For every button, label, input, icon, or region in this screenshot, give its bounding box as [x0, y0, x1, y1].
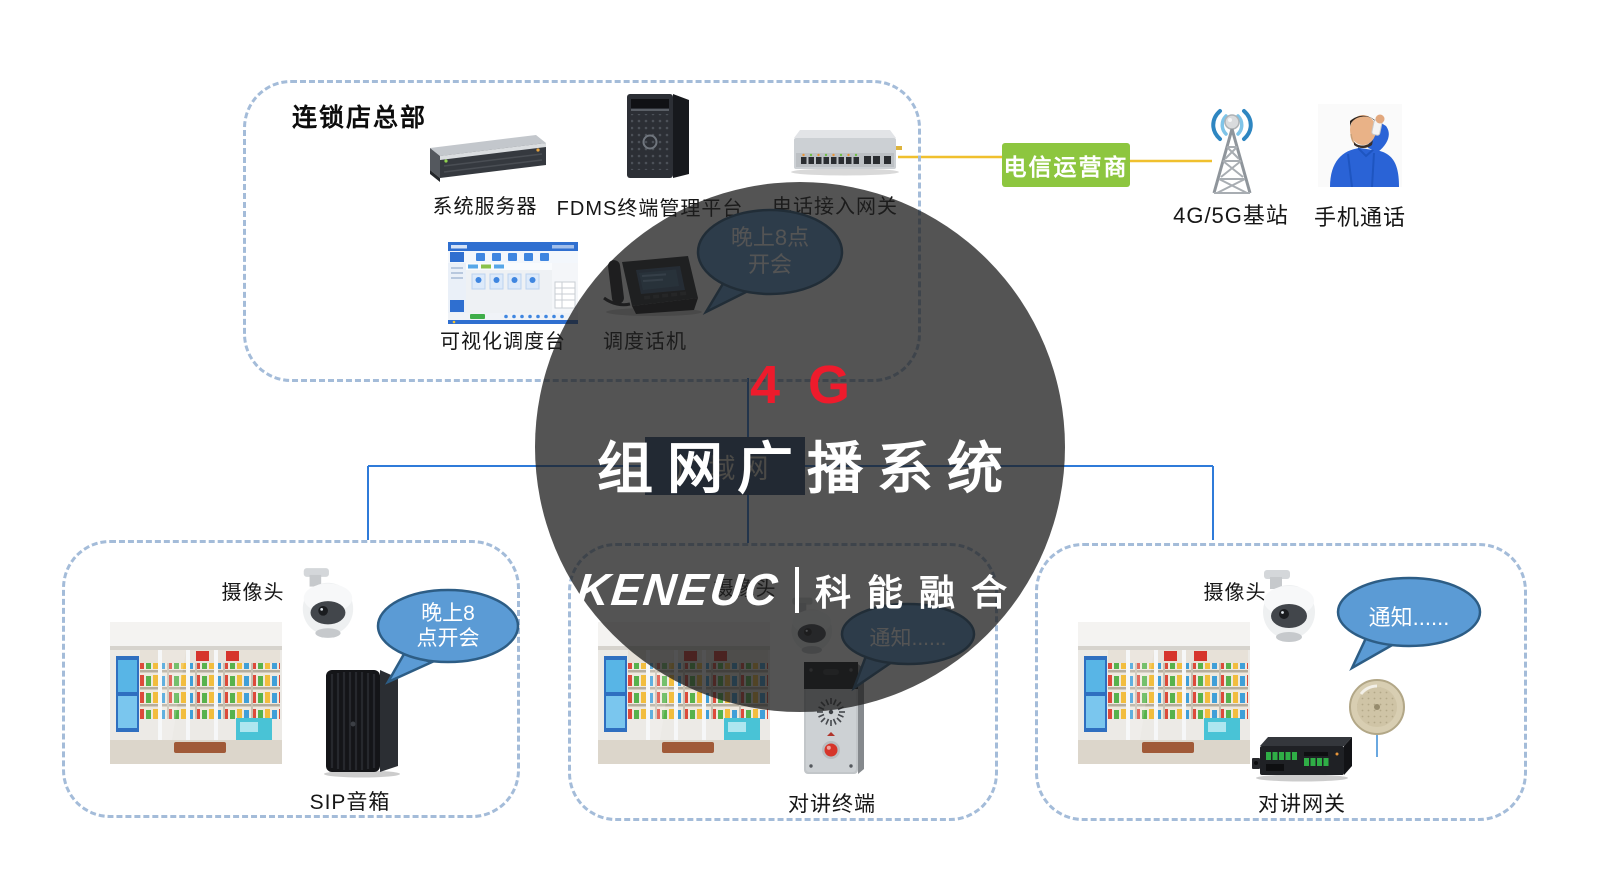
overlay-system-title: 组网广播系统: [597, 437, 1017, 500]
right-speech-bubble: 通知......: [1334, 576, 1486, 674]
dome-camera-icon: [1263, 570, 1315, 642]
branch-right-box: [1035, 543, 1527, 821]
carrier-box: 电信运营商: [1002, 143, 1130, 187]
system-server-label: 系统服务器: [432, 196, 538, 218]
phone-gateway-image: [791, 130, 902, 176]
camera-label: 摄像头: [1203, 582, 1267, 604]
dome-camera-icon: [302, 568, 354, 638]
brand-logo-en: KENEUC: [574, 564, 782, 615]
ceiling-speaker-image: [1349, 679, 1405, 735]
carrier-label: 电信运营商: [1003, 154, 1129, 180]
left-bubble-text: 点开会: [416, 627, 480, 650]
brand-logo: KENEUC 科能融合: [535, 564, 1065, 616]
rack-server-image: [430, 135, 546, 182]
overlay-tech-text: 4G: [749, 355, 879, 415]
camera-label: 摄像头: [221, 582, 285, 604]
intercom-gateway-label: 对讲网关: [1258, 793, 1346, 816]
right-bubble-text: 通知......: [1368, 605, 1450, 630]
brand-divider: [795, 567, 799, 613]
branch-left-box: [62, 540, 520, 818]
tower-server-image: [627, 94, 689, 178]
headquarters-title: 连锁店总部: [292, 104, 428, 132]
dispatch-console-label: 可视化调度台: [440, 331, 566, 353]
store-photo: [110, 622, 282, 764]
sip-speaker-image: [324, 670, 400, 778]
left-speech-bubble: 晚上8 点开会: [374, 588, 522, 688]
base-station-label: 4G/5G基站: [1173, 203, 1289, 228]
mobile-caller-photo: [1318, 104, 1402, 187]
left-bubble-text: 晚上8: [421, 602, 475, 625]
sip-speaker-label: SIP音箱: [309, 791, 391, 814]
store-photo: [1078, 622, 1250, 764]
intercom-terminal-label: 对讲终端: [788, 793, 876, 816]
mobile-call-label: 手机通话: [1313, 205, 1407, 230]
overlay-circle: 4G 组网广播系统 KENEUC 科能融合: [535, 182, 1065, 712]
brand-logo-cn: 科能融合: [815, 572, 1024, 613]
intercom-gateway-image: [1252, 737, 1352, 782]
base-station-icon: [1211, 109, 1253, 194]
dispatch-console-image: [448, 242, 578, 324]
